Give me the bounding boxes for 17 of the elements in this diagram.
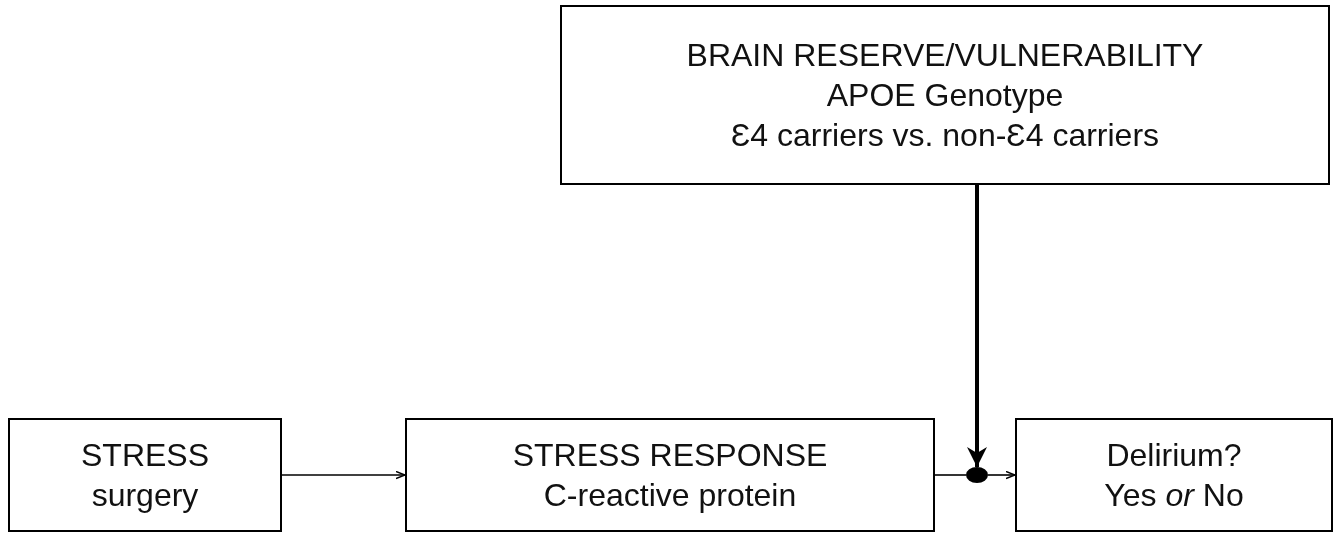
box bbox=[560, 5, 1330, 185]
box bbox=[1015, 418, 1333, 532]
box bbox=[8, 418, 282, 532]
box-text: Delirium? bbox=[1106, 436, 1242, 475]
box-text: C-reactive protein bbox=[543, 476, 797, 515]
junction-dot bbox=[966, 467, 988, 483]
box-text: STRESS bbox=[81, 436, 209, 475]
arrow bbox=[281, 470, 406, 480]
box-text: STRESS RESPONSE bbox=[512, 436, 828, 475]
box-text: APOE Genotype bbox=[826, 76, 1064, 115]
arrow bbox=[987, 470, 1016, 480]
box-text: Yes or No bbox=[1104, 476, 1244, 515]
box-text: BRAIN RESERVE/VULNERABILITY bbox=[686, 36, 1204, 75]
arrow bbox=[967, 185, 987, 467]
box bbox=[405, 418, 935, 532]
box-text: Ɛ4 carriers vs. non-Ɛ4 carriers bbox=[730, 116, 1160, 155]
box-text: surgery bbox=[91, 476, 199, 515]
